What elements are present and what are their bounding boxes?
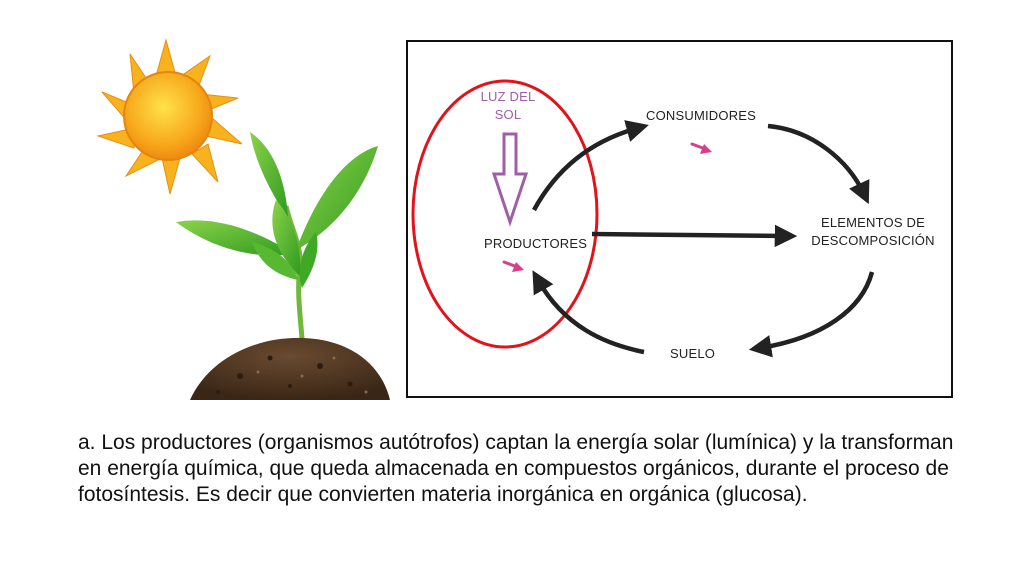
sunlight-label: LUZ DEL SOL bbox=[480, 89, 536, 122]
arrow-consumers-to-decomposers bbox=[767, 123, 870, 205]
consumers-label: CONSUMIDORES bbox=[646, 108, 757, 123]
soil-label: SUELO bbox=[670, 346, 716, 361]
cycle-diagram: LUZ DEL SOL CONSUMIDORES PRODUCTORES ELE… bbox=[406, 40, 953, 398]
arrow-decomposers-to-soil bbox=[748, 271, 875, 358]
sun-icon bbox=[96, 38, 243, 195]
consumers-marker-icon bbox=[690, 142, 712, 154]
decomposers-label: ELEMENTOS DE DESCOMPOSICIÓN bbox=[811, 215, 935, 248]
producers-marker-icon bbox=[502, 260, 524, 272]
producers-label: PRODUCTORES bbox=[484, 236, 588, 251]
soil-mound bbox=[190, 337, 390, 400]
arrow-producers-to-decomposers bbox=[591, 224, 798, 248]
arrow-producers-to-consumers bbox=[532, 120, 649, 212]
sunlight-arrow bbox=[491, 132, 529, 227]
sun-and-plant-illustration bbox=[96, 38, 390, 400]
caption-text: a. Los productores (organismos autótrofo… bbox=[78, 431, 954, 506]
highlight-ellipse bbox=[411, 79, 599, 349]
arrow-soil-to-producers bbox=[532, 270, 645, 355]
plant-icon bbox=[176, 132, 378, 367]
